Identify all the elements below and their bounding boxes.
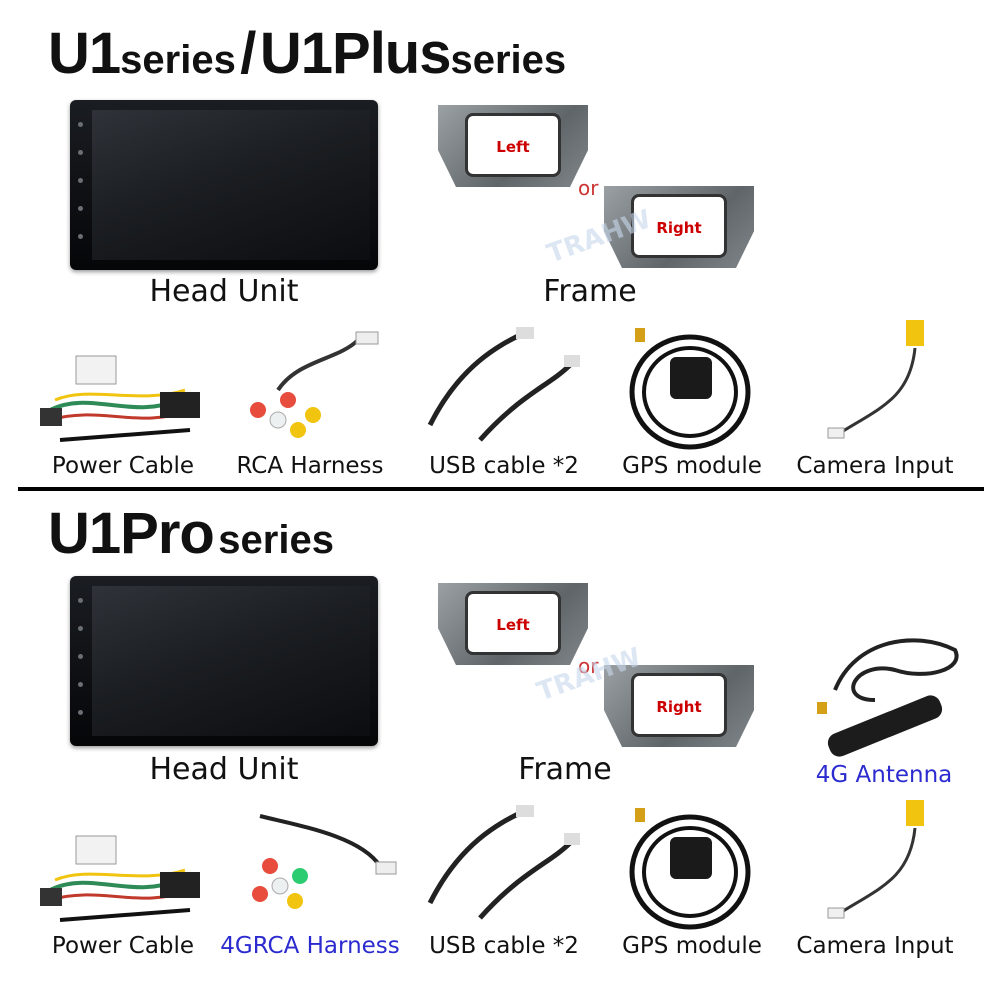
head-unit-screen xyxy=(92,110,370,260)
power-icon xyxy=(78,122,83,127)
title-u1: U1 xyxy=(48,21,121,86)
frame-right-label: Right xyxy=(656,219,702,238)
section-divider xyxy=(18,487,984,491)
frame-right-label-pro: Right xyxy=(656,698,702,717)
title-series-3: series xyxy=(218,518,334,562)
accessory-label-pro-2: 4GRCA Harness xyxy=(220,933,400,959)
accessory-label-pro-4: GPS module xyxy=(622,933,762,959)
title-u1plus: U1Plus xyxy=(259,21,452,86)
power-cable-image-pro xyxy=(40,835,200,922)
accessory-label-5: Camera Input xyxy=(796,453,954,479)
accessory-label-pro-5: Camera Input xyxy=(796,933,954,959)
4grca-harness-image xyxy=(252,814,397,909)
frame-left-image-pro: Left xyxy=(438,583,588,665)
usb-cable-image xyxy=(427,327,580,442)
series-title-bottom: U1Pro series xyxy=(48,500,334,567)
head-unit-image xyxy=(70,100,378,270)
head-unit-image-pro xyxy=(70,576,378,746)
power-cable-image xyxy=(40,355,200,442)
home-icon xyxy=(78,626,83,631)
accessory-label-4: GPS module xyxy=(622,453,762,479)
back-icon xyxy=(78,178,83,183)
frame-right-image-pro: Right xyxy=(604,665,754,747)
volume-up-icon xyxy=(78,206,83,211)
head-unit-label-pro: Head Unit xyxy=(149,752,299,787)
accessory-label-pro-1: Power Cable xyxy=(51,933,195,959)
frame-right-image: Right xyxy=(604,186,754,268)
head-unit-label: Head Unit xyxy=(149,274,299,309)
series-title-top: U1series / U1Plusseries xyxy=(48,20,566,87)
title-u1pro: U1Pro xyxy=(48,501,215,566)
frame-left-label: Left xyxy=(496,138,530,157)
accessory-label-2: RCA Harness xyxy=(236,453,384,479)
accessory-label-1: Power Cable xyxy=(51,453,195,479)
accessory-label-3: USB cable *2 xyxy=(429,453,579,479)
camera-input-image-pro xyxy=(827,800,924,919)
home-icon xyxy=(78,150,83,155)
4g-antenna-image xyxy=(817,638,959,757)
frame-or-text: or xyxy=(578,176,599,200)
accessory-label-pro-3: USB cable *2 xyxy=(429,933,579,959)
gps-module-image-pro xyxy=(629,808,751,930)
volume-down-icon xyxy=(78,234,83,239)
rca-harness-image xyxy=(250,331,379,438)
frame-left-image: Left xyxy=(438,105,588,187)
camera-input-image xyxy=(827,320,924,439)
title-separator: / xyxy=(240,21,256,86)
volume-up-icon xyxy=(78,682,83,687)
volume-down-icon xyxy=(78,710,83,715)
frame-label-pro: Frame xyxy=(518,752,612,787)
frame-left-label-pro: Left xyxy=(496,616,530,635)
power-icon xyxy=(78,598,83,603)
frame-label: Frame xyxy=(543,274,637,309)
antenna-label: 4G Antenna xyxy=(815,762,953,788)
back-icon xyxy=(78,654,83,659)
frame-or-text-pro: or xyxy=(578,654,599,678)
head-unit-screen xyxy=(92,586,370,736)
gps-module-image xyxy=(629,328,751,450)
title-series-1: series xyxy=(120,38,236,82)
usb-cable-image-pro xyxy=(427,805,580,920)
title-series-2: series xyxy=(450,38,567,82)
